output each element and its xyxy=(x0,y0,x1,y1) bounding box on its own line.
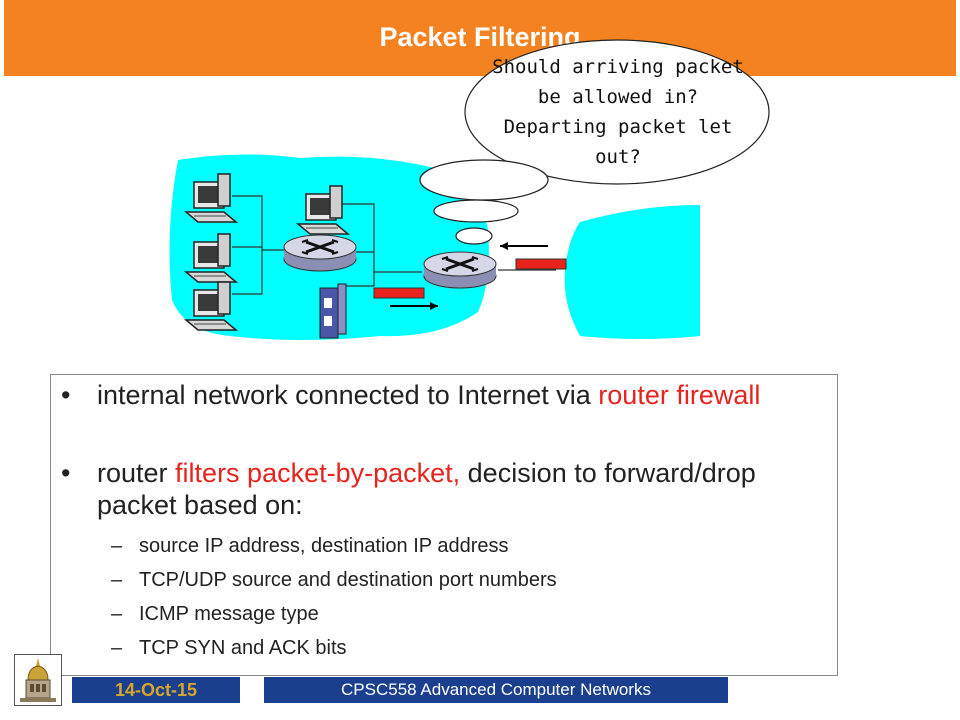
packet-icon xyxy=(373,287,425,299)
footer-date: 14-Oct-15 xyxy=(72,677,240,703)
arrow-icon xyxy=(500,242,548,250)
bubble-text: Should arriving packet be allowed in? De… xyxy=(492,56,744,168)
bullet-2-highlight: filters packet-by-packet, xyxy=(175,458,461,488)
thought-bubble xyxy=(464,39,770,185)
internet-cloud xyxy=(564,205,700,339)
title-bar: Packet Filtering xyxy=(4,0,956,76)
slide-title: Packet Filtering xyxy=(379,22,581,52)
network-diagram xyxy=(169,39,770,340)
router-icon xyxy=(282,233,358,273)
arrow-icon xyxy=(390,302,438,310)
logo-icon xyxy=(14,654,62,706)
router-icon xyxy=(422,250,498,290)
bullet-1-text: internal network connected to Internet v… xyxy=(97,380,599,410)
content-box: • internal network connected to Internet… xyxy=(50,374,838,676)
bullet-1-highlight: router firewall xyxy=(598,380,761,410)
bullet-2-text-a: router xyxy=(97,458,176,488)
packet-icon xyxy=(515,258,567,270)
bullet-2-text-b: decision to forward/drop packet based on… xyxy=(97,458,756,520)
server-icon xyxy=(319,283,347,339)
footer-course: CPSC558 Advanced Computer Networks xyxy=(264,677,728,703)
